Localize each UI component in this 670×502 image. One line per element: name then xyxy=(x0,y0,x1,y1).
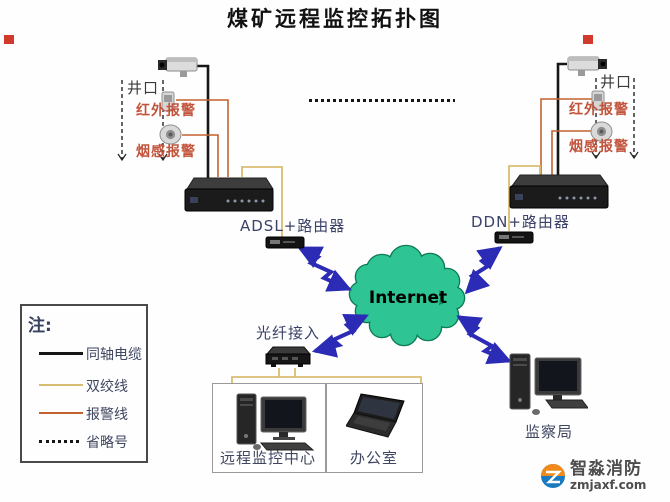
legend-line-coax xyxy=(39,352,83,355)
infrared-sensor-icon xyxy=(591,90,605,111)
ddn-modem-icon xyxy=(494,231,534,244)
legend-label-twisted-pair: 双绞线 xyxy=(86,379,128,395)
lightning-arrow-bureau xyxy=(456,315,512,365)
brand-name: 智淼消防 xyxy=(570,459,642,479)
wellhead-label-left: 井口 xyxy=(127,79,160,97)
fiber-switch-icon xyxy=(265,346,312,367)
desktop-pc-icon xyxy=(236,393,315,451)
bureau-label: 监察局 xyxy=(524,423,573,441)
dvr-router-icon xyxy=(184,177,274,212)
desktop-pc-icon xyxy=(509,353,588,415)
brand-site: zmjaxf.com xyxy=(570,477,647,492)
alarm-line-right-ir xyxy=(540,98,592,175)
router-label-right: DDN+路由器 xyxy=(471,213,570,231)
cctv-camera-icon xyxy=(158,57,198,77)
lightning-arrow-ddn xyxy=(464,246,503,295)
fiber-access-label: 光纤接入 xyxy=(256,324,321,342)
room-box-divider xyxy=(325,384,327,472)
infrared-alarm-label-right: 红外报警 xyxy=(569,102,629,118)
smoke-detector-icon xyxy=(159,124,182,145)
smoke-alarm-label-left: 烟感报警 xyxy=(136,144,196,160)
alarm-line-right-smoke xyxy=(551,130,592,175)
legend-line-alarm xyxy=(39,412,83,414)
legend-title: 注: xyxy=(28,316,52,336)
red-marker-left xyxy=(4,35,14,44)
cctv-camera-icon xyxy=(567,56,607,76)
legend-label-alarm: 报警线 xyxy=(86,407,128,423)
wellhead-label-right: 井口 xyxy=(600,73,633,91)
dvr-router-icon xyxy=(509,174,609,209)
infrared-alarm-label-left: 红外报警 xyxy=(136,103,196,119)
lightning-arrow-fiber xyxy=(311,314,369,358)
alarm-line-left-ir xyxy=(176,99,229,177)
internet-label: Internet xyxy=(369,288,447,308)
lightning-arrow-adsl xyxy=(297,246,352,292)
infrared-sensor-icon xyxy=(161,91,175,112)
laptop-icon xyxy=(346,393,405,438)
internet-cloud: Internet xyxy=(348,244,466,347)
legend-box: 注: 同轴电缆 双绞线 报警线 省略号 xyxy=(20,304,148,463)
legend-line-ellipsis xyxy=(39,440,79,443)
alarm-line-left-smoke xyxy=(182,134,219,177)
legend-label-coax: 同轴电缆 xyxy=(86,347,142,363)
adsl-modem-icon xyxy=(265,236,305,249)
legend-label-ellipsis: 省略号 xyxy=(86,435,128,451)
red-marker-right xyxy=(583,35,593,44)
twisted-pair-right xyxy=(508,165,541,231)
monitor-center-label: 远程监控中心 xyxy=(219,449,316,467)
page-title: 煤矿远程监控拓扑图 xyxy=(227,6,443,31)
brand-logo-icon xyxy=(541,464,565,489)
coax-line-left xyxy=(197,64,210,178)
smoke-alarm-label-right: 烟感报警 xyxy=(569,139,629,155)
legend-line-twisted-pair xyxy=(39,384,83,386)
smoke-detector-icon xyxy=(590,121,613,142)
twisted-pair-left xyxy=(241,166,283,237)
watermark: 智淼消防 zmjaxf.com xyxy=(540,459,647,492)
office-label: 办公室 xyxy=(349,449,398,467)
router-label-left: ADSL+路由器 xyxy=(240,217,346,235)
coax-line-right xyxy=(556,62,567,176)
ellipsis-dotted-line xyxy=(309,99,455,102)
